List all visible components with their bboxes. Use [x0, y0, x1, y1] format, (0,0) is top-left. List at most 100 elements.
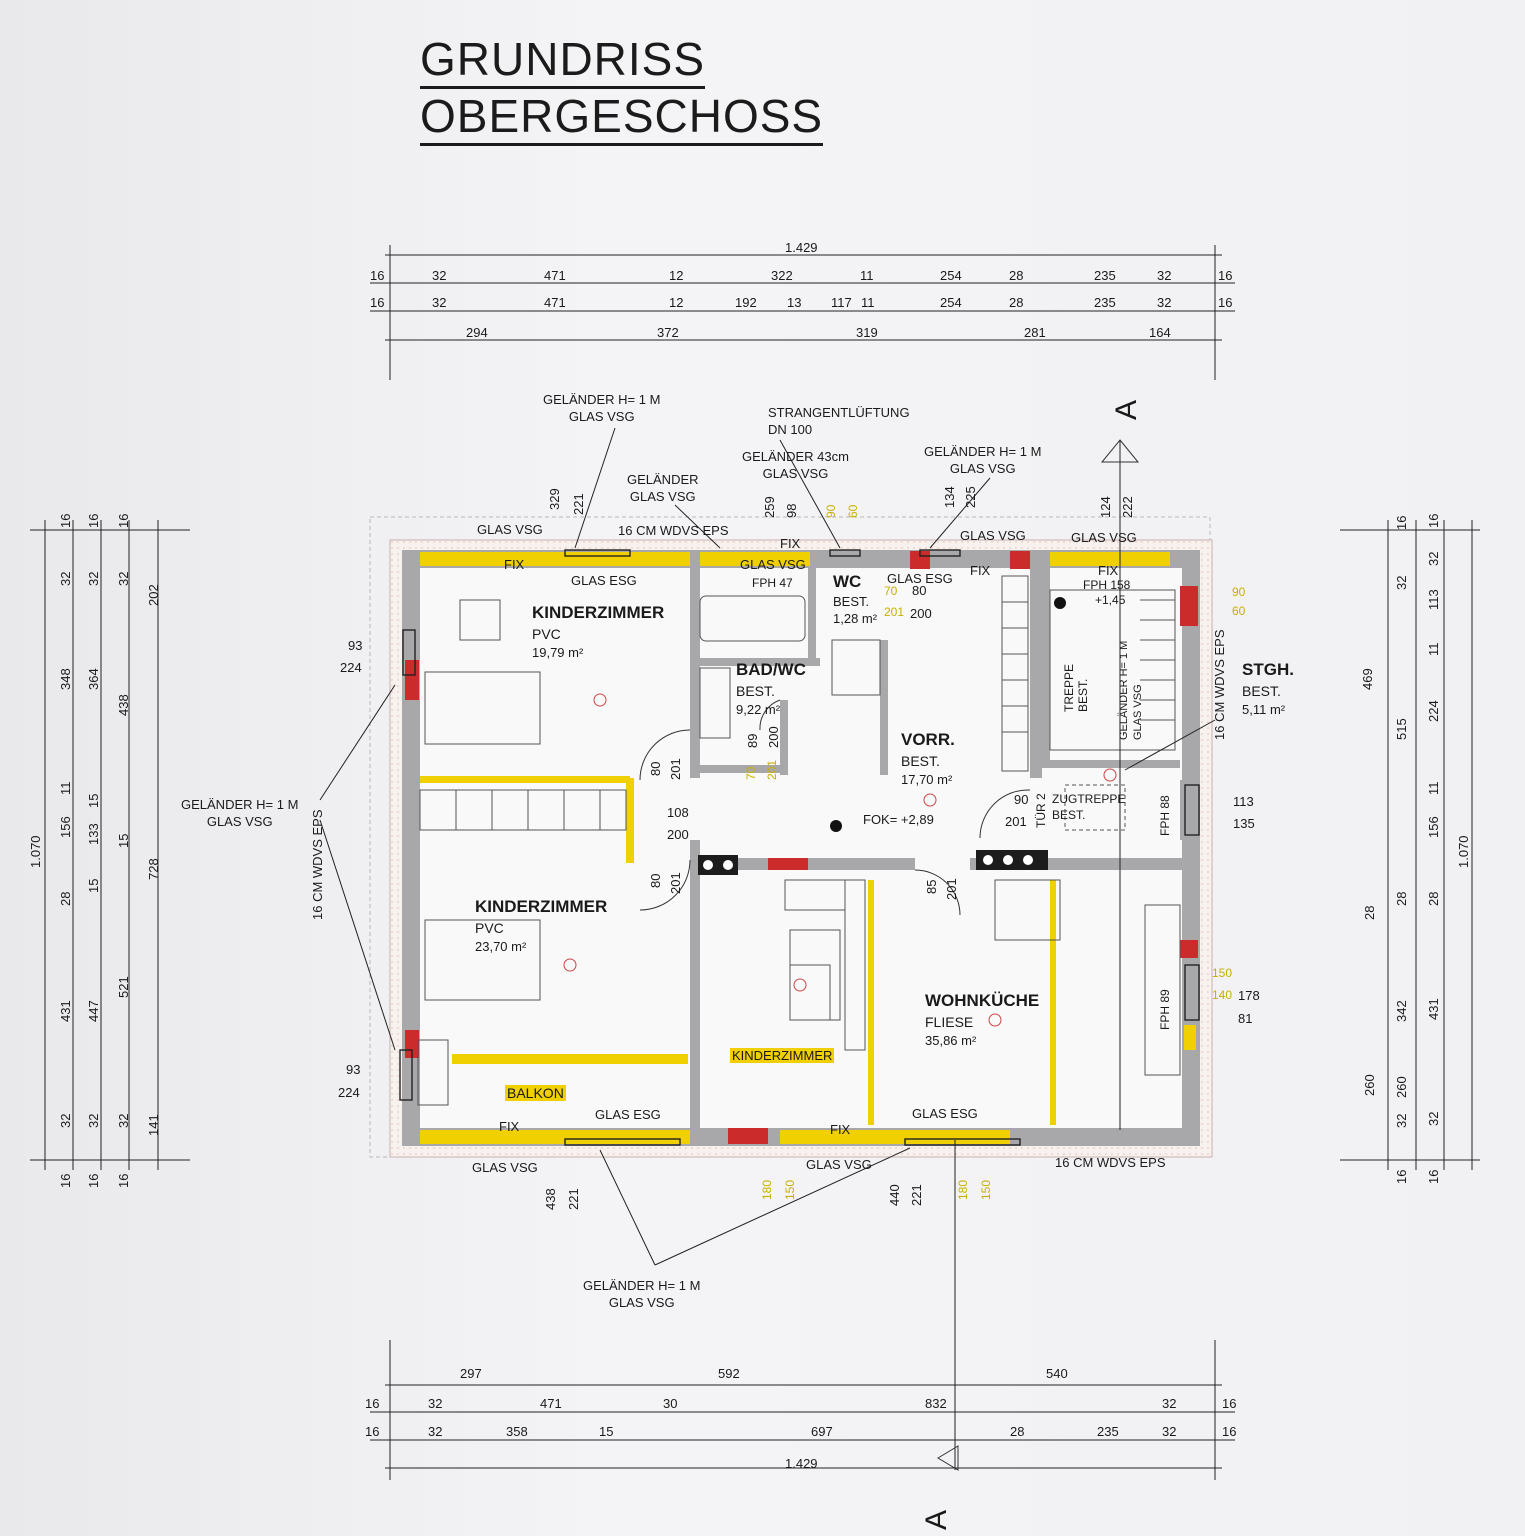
glas-esg-label-4: GLAS ESG	[912, 1106, 978, 1121]
dim: 60	[1232, 604, 1246, 618]
dim: 32	[58, 1113, 73, 1128]
dim-top-total: 1.429	[785, 240, 818, 255]
geländer-label-top-4: GELÄNDER H= 1 M GLAS VSG	[924, 443, 1041, 477]
level-markers	[830, 597, 1066, 832]
fph158b-label: +1,45	[1095, 593, 1126, 607]
dim: 124	[1098, 496, 1113, 518]
dim: 133	[86, 823, 101, 845]
room-name: KINDERZIMMER	[532, 603, 665, 622]
wdvs-right-label: 16 CM WDVS EPS	[1212, 629, 1227, 740]
window-frames	[399, 549, 1200, 1146]
section-a-bottom: A	[920, 1509, 953, 1530]
dim: 221	[909, 1184, 924, 1206]
dim: 11	[860, 268, 874, 283]
dim: 32	[1157, 295, 1172, 310]
room-name: BAD/WC	[736, 660, 806, 679]
room-floor: BEST.	[833, 594, 870, 609]
title-line-1: GRUNDRISS	[420, 32, 706, 89]
dim-left-total: 1.070	[28, 835, 43, 868]
glas-vsg-label-2: GLAS VSG	[960, 528, 1026, 543]
fok-label: FOK= +2,89	[863, 812, 934, 827]
room-vorraum: VORR. BEST. 17,70 m²	[901, 730, 955, 787]
dim: 180	[760, 1179, 774, 1200]
zugtreppe-label: ZUGTREPPE BEST.	[1052, 792, 1126, 822]
glas-esg-label-3: GLAS ESG	[595, 1107, 661, 1122]
dim: 16	[1218, 295, 1233, 310]
dim: 15	[86, 878, 101, 893]
dim: 201	[668, 758, 683, 780]
dim: 11	[1426, 781, 1441, 796]
dim: 342	[1394, 1000, 1409, 1022]
strang-text: STRANGENTLÜFTUNG	[768, 405, 910, 420]
dim: 90	[824, 504, 838, 518]
dim: 254	[940, 295, 962, 310]
dim: 16	[116, 513, 131, 528]
dim: 80	[648, 873, 663, 888]
dim: 28	[1426, 891, 1441, 906]
dim: 319	[856, 325, 878, 340]
dim: 15	[116, 833, 131, 848]
dim: 201	[884, 605, 905, 619]
dim: 108	[667, 805, 689, 820]
dim: 224	[1426, 700, 1441, 722]
dim: 85	[924, 879, 939, 894]
dim: 294	[466, 325, 488, 340]
dim: 32	[1157, 268, 1172, 283]
dim: 221	[571, 493, 586, 515]
dim: 592	[718, 1366, 740, 1381]
dim: 28	[1009, 295, 1024, 310]
dim: 15	[599, 1424, 614, 1439]
dim: 440	[887, 1184, 902, 1206]
glas-text: GLAS VSG	[568, 409, 635, 424]
dim: 438	[116, 694, 131, 716]
dim: 90	[1232, 585, 1246, 599]
stairs-rail-label: GELÄNDER H= 1 M GLAS VSG	[1118, 640, 1144, 740]
dim: 697	[811, 1424, 833, 1439]
dim-right-total: 1.070	[1456, 835, 1471, 868]
dim: 135	[1233, 816, 1255, 831]
dim: 16	[1222, 1424, 1237, 1439]
dim: 28	[1010, 1424, 1025, 1439]
room-area: 23,70 m²	[475, 939, 527, 954]
dim: 260	[1394, 1076, 1409, 1098]
dim: 180	[956, 1179, 970, 1200]
glas-vsg-label-5: GLAS VSG	[806, 1157, 872, 1172]
glas-esg-label-1: GLAS ESG	[571, 573, 637, 588]
geländer-text: GELÄNDER H= 1 M	[583, 1278, 701, 1293]
dim: 32	[432, 268, 447, 283]
dim: 471	[544, 268, 566, 283]
dim: 201	[1005, 814, 1027, 829]
dim: 11	[1426, 642, 1441, 657]
tuer-label: TÜR 2	[1034, 793, 1048, 828]
dim: 12	[669, 268, 684, 283]
glas-esg-label-2: GLAS ESG	[887, 571, 953, 586]
dim: 60	[846, 504, 860, 518]
dim: 32	[58, 571, 73, 586]
glas-text: GLAS VSG	[949, 461, 1016, 476]
strang-label: STRANGENTLÜFTUNG DN 100	[768, 404, 910, 438]
dim: 235	[1094, 295, 1116, 310]
geländer-text: GELÄNDER H= 1 M	[543, 392, 661, 407]
dim: 32	[86, 571, 101, 586]
fph89-label: FPH 89	[1158, 989, 1172, 1030]
glas-vsg-label-1: GLAS VSG	[477, 522, 543, 537]
dim: 16	[365, 1424, 380, 1439]
fix-label-6: FIX	[830, 1122, 851, 1137]
furniture	[417, 595, 1181, 1106]
dim: 235	[1097, 1424, 1119, 1439]
dim: 32	[1162, 1396, 1177, 1411]
treppe-label: TREPPE BEST.	[1062, 663, 1090, 712]
red-columns	[405, 551, 1198, 1144]
section-marker-top	[1100, 439, 1140, 463]
dim: 11	[861, 295, 875, 310]
dim: 30	[663, 1396, 678, 1411]
room-area: 19,79 m²	[532, 645, 584, 660]
geländer-text: GELÄNDER H= 1 M	[181, 797, 299, 812]
dimension-lines	[30, 245, 1480, 1480]
dim: 329	[547, 488, 562, 510]
dim: 16	[1218, 268, 1233, 283]
dim: 515	[1394, 718, 1409, 740]
dim: 90	[1014, 792, 1029, 807]
dim: 80	[648, 761, 663, 776]
